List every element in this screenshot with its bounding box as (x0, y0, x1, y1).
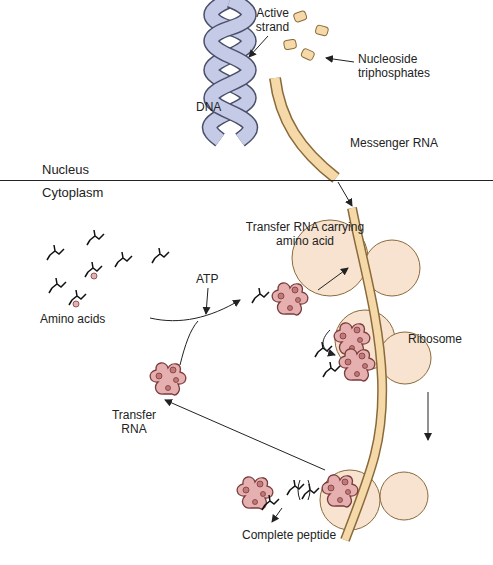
illustration-part (252, 288, 269, 303)
part-label: Complete peptide (242, 528, 362, 542)
mrna-strand (275, 78, 336, 178)
illustration-part (115, 252, 132, 267)
illustration-part (150, 363, 186, 395)
trna-molecules (150, 283, 375, 510)
part-label: Active strand (245, 6, 300, 34)
illustration-part (211, 0, 250, 140)
part-label: Amino acids (40, 312, 130, 326)
illustration-part (315, 25, 329, 37)
nucleotides (283, 10, 328, 61)
illustration-part (237, 477, 273, 509)
part-label: ATP (196, 272, 230, 286)
region-title: Nucleus (42, 162, 89, 177)
region-band: Nucleus (0, 0, 493, 181)
illustration-part (380, 472, 428, 520)
illustration-part (287, 480, 304, 495)
illustration-part (211, 0, 250, 140)
amino-acids (47, 230, 169, 307)
illustration-part (91, 273, 97, 279)
illustration-part (152, 248, 169, 263)
illustration-part (323, 330, 335, 355)
illustration-part (87, 230, 104, 245)
illustration-part (428, 392, 429, 440)
illustration-part (338, 182, 352, 206)
part-label: DNA (196, 100, 236, 114)
mrna-strand (275, 78, 336, 178)
part-label: Ribosome (408, 332, 488, 346)
illustration-part (47, 245, 64, 260)
region-band: Cytoplasm (0, 181, 493, 565)
part-label: Messenger RNA (350, 136, 470, 150)
illustration-part (73, 301, 79, 307)
part-label: Transfer RNA (104, 408, 164, 436)
illustration-part (249, 36, 268, 57)
region-title: Cytoplasm (42, 185, 103, 200)
process-arrows (150, 268, 428, 522)
illustration-part (326, 58, 354, 62)
illustration-part (180, 321, 198, 365)
illustration-part (283, 39, 296, 50)
illustration-part (262, 495, 279, 510)
dna-helix (210, 0, 250, 140)
illustration-part (165, 400, 325, 470)
illustration-part (272, 283, 308, 315)
illustration-part (49, 278, 66, 293)
illustration-part (322, 475, 358, 507)
peptide-bracket (298, 480, 310, 500)
illustration-part (339, 349, 375, 381)
illustration-part (150, 300, 240, 321)
illustration-part (302, 484, 319, 499)
illustration-part (323, 362, 340, 377)
part-label: Transfer RNA carrying amino acid (245, 220, 365, 248)
illustration-part (293, 10, 307, 23)
illustration-part (272, 508, 282, 522)
illustration-part (300, 48, 315, 61)
illustration-part (206, 288, 208, 314)
illustration-part (318, 268, 348, 290)
part-label: Nucleoside triphosphates (358, 52, 440, 80)
